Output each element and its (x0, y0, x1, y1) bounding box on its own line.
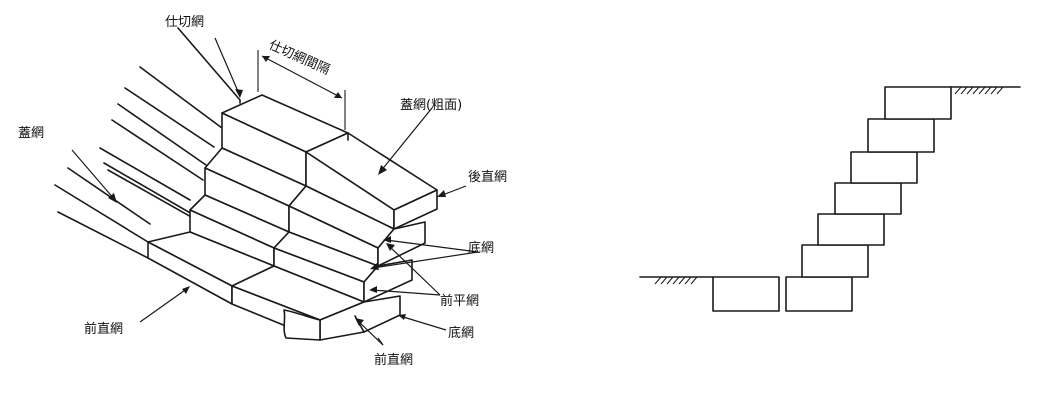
stepped-gabion-section (639, 86, 1021, 312)
label-bottom-net-upper: 底網 (468, 240, 494, 256)
step-gabion-4 (850, 151, 918, 184)
base-gabion-right (785, 276, 853, 312)
label-partition-spacing: 仕切網間隔 (266, 38, 331, 78)
step-gabion-6 (884, 86, 952, 120)
label-front-vertical-net-left: 前直網 (84, 321, 123, 337)
label-front-vertical-net-bottom: 前直網 (374, 352, 413, 368)
label-partition-net: 仕切網 (165, 15, 204, 30)
label-lid-net-rough: 蓋網(粗面) (400, 98, 462, 113)
ground-hatch-left (654, 276, 698, 285)
step-gabion-5 (867, 118, 935, 153)
step-gabion-1 (801, 244, 869, 278)
step-gabion-3 (834, 182, 902, 215)
label-back-vertical-net: 後直網 (468, 170, 507, 185)
stacked-gabion-isometric: 仕切網 仕切網間隔 蓋網(粗面) 蓋網 後直網 底網 前平網 底網 前直網 前直… (18, 15, 507, 368)
ground-hatch-right (954, 86, 1004, 95)
label-bottom-net-lower: 底網 (448, 325, 474, 341)
label-lid-net: 蓋網 (18, 126, 44, 141)
base-gabion-left (712, 276, 780, 312)
step-gabion-2 (817, 213, 885, 246)
label-front-flat-net: 前平網 (440, 293, 479, 309)
